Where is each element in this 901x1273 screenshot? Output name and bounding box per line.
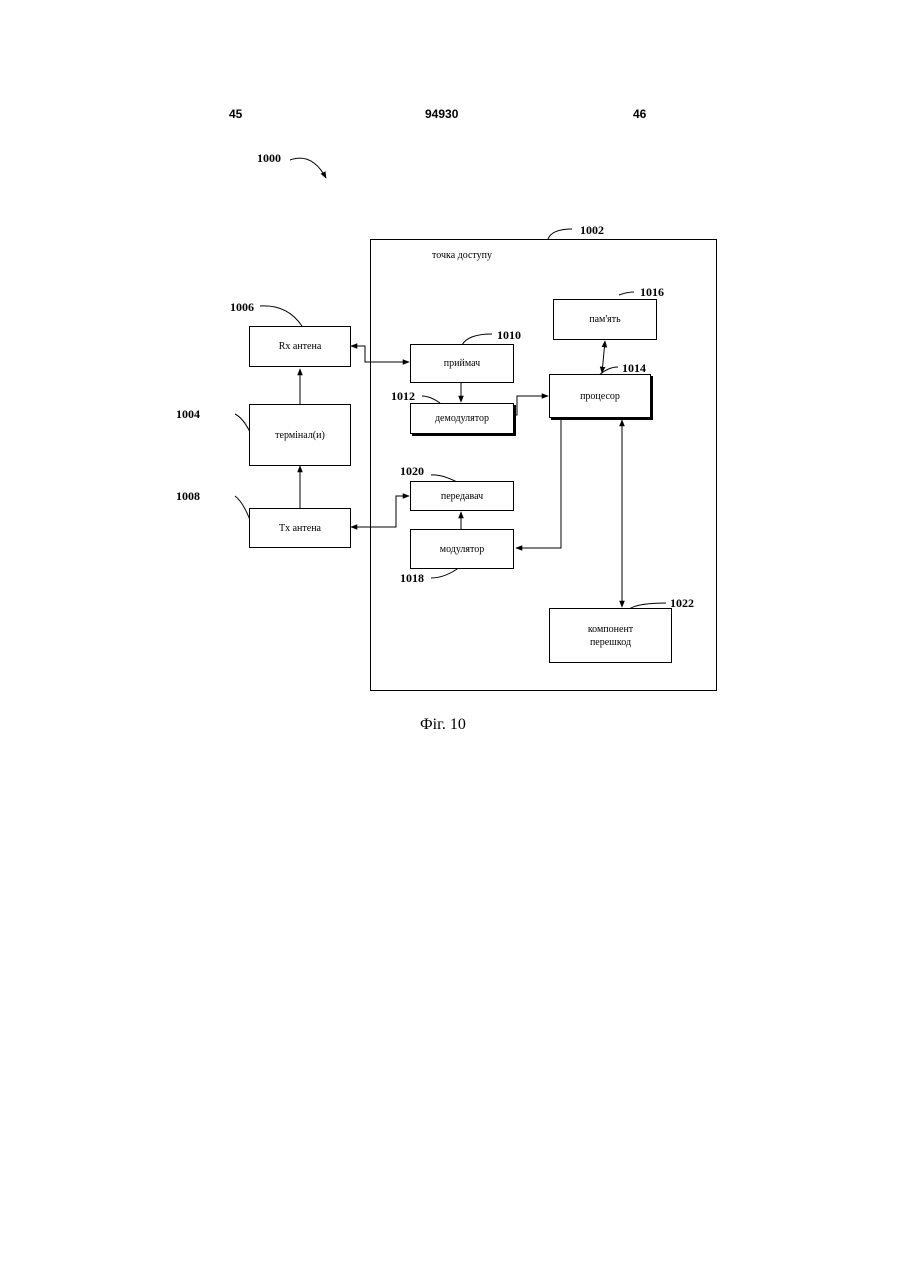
ref-1008: 1008 bbox=[176, 489, 200, 504]
interference-component-block: компонент перешкод bbox=[549, 608, 672, 663]
transmitter-block: передавач bbox=[410, 481, 514, 511]
transmitter-label: передавач bbox=[441, 490, 483, 503]
leader-1006 bbox=[260, 306, 302, 326]
ref-1000: 1000 bbox=[257, 151, 281, 166]
rx-antenna-block: Rx антена bbox=[249, 326, 351, 367]
leader-1004 bbox=[235, 414, 250, 432]
terminals-block: термінал(и) bbox=[249, 404, 351, 466]
modulator-block: модулятор bbox=[410, 529, 514, 569]
figure-ref-arrow bbox=[290, 158, 326, 178]
receiver-block: приймач bbox=[410, 344, 514, 383]
terminals-label: термінал(и) bbox=[275, 429, 325, 442]
ref-1002: 1002 bbox=[580, 223, 604, 238]
memory-block: пам'ять bbox=[553, 299, 657, 340]
access-point-label: точка доступу bbox=[432, 250, 492, 261]
ref-1004: 1004 bbox=[176, 407, 200, 422]
receiver-label: приймач bbox=[444, 357, 480, 370]
figure-caption: Фіг. 10 bbox=[420, 716, 466, 734]
tx-antenna-label: Tx антена bbox=[279, 522, 321, 535]
demodulator-label: демодулятор bbox=[435, 412, 489, 425]
processor-block: процесор bbox=[549, 374, 651, 418]
modulator-label: модулятор bbox=[440, 543, 485, 556]
tx-antenna-block: Tx антена bbox=[249, 508, 351, 548]
leader-1002 bbox=[548, 229, 572, 239]
processor-label: процесор bbox=[580, 390, 620, 403]
rx-antenna-label: Rx антена bbox=[279, 340, 322, 353]
demodulator-block: демодулятор bbox=[410, 403, 514, 434]
interference-label-line2: перешкод bbox=[590, 636, 631, 649]
ref-1006: 1006 bbox=[230, 300, 254, 315]
memory-label: пам'ять bbox=[589, 313, 620, 326]
leader-1008 bbox=[235, 496, 250, 520]
interference-label-line1: компонент bbox=[588, 623, 633, 636]
